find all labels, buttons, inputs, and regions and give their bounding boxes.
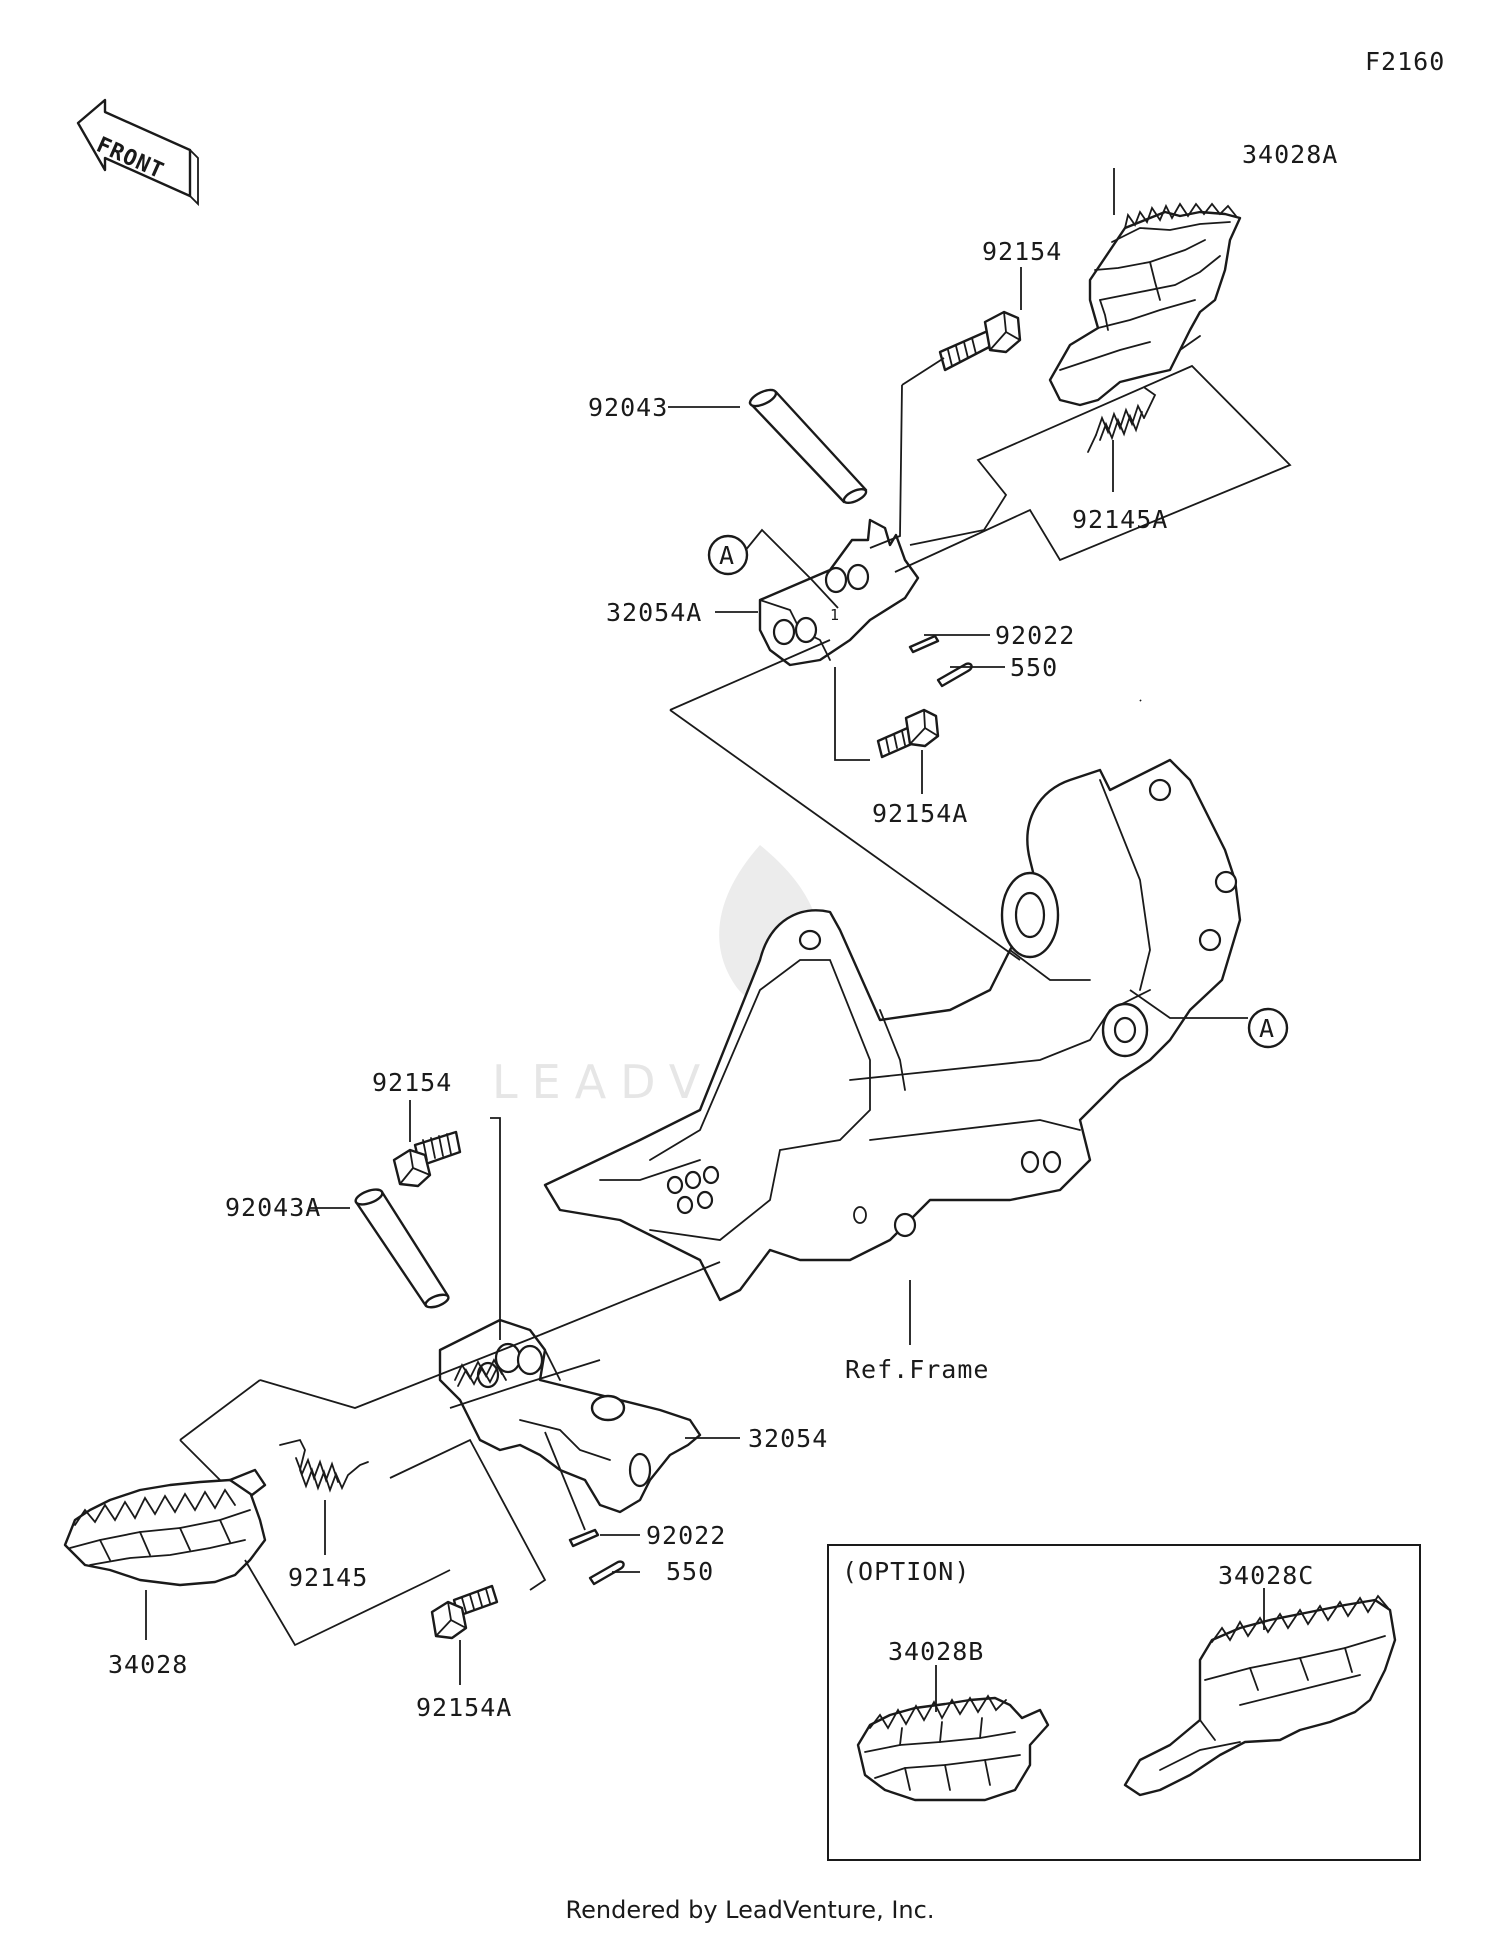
leaders-option (935, 1588, 1265, 1712)
footpeg-34028 (63, 1468, 267, 1587)
reference-marker-top: A (707, 534, 749, 576)
label-92145: 92145 (288, 1563, 368, 1592)
label-32054: 32054 (748, 1424, 828, 1453)
label-34028A: 34028A (1242, 140, 1338, 169)
label-92145A: 92145A (1072, 505, 1168, 534)
bolt-92154A-top (876, 708, 940, 759)
label-32054A: 32054A (606, 598, 702, 627)
bracket-32054A: 1 (758, 518, 920, 667)
figure-code: F2160 (1365, 47, 1445, 76)
footpeg-34028B (856, 1694, 1050, 1802)
bolt-92154-left (392, 1130, 462, 1188)
marker-a-frame-text: A (1259, 1014, 1275, 1043)
label-92043A: 92043A (225, 1193, 321, 1222)
label-ref-frame: Ref.Frame (845, 1355, 989, 1384)
label-92043: 92043 (588, 393, 668, 422)
front-arrow-icon: FRONT (76, 98, 199, 207)
footpeg-34028C (1123, 1594, 1397, 1797)
footer-credit: Rendered by LeadVenture, Inc. (565, 1896, 935, 1924)
label-550-low: 550 (666, 1557, 714, 1586)
label-34028: 34028 (108, 1650, 188, 1679)
label-92154-left: 92154 (372, 1068, 452, 1097)
marker-a-top-text: A (719, 541, 735, 570)
label-34028B: 34028B (888, 1637, 984, 1666)
svg-text:1: 1 (830, 606, 839, 624)
frame (543, 758, 1242, 1302)
label-34028C: 34028C (1218, 1561, 1314, 1590)
washer-92022-low (568, 1528, 600, 1548)
label-92022-low: 92022 (646, 1521, 726, 1550)
label-92154-top: 92154 (982, 237, 1062, 266)
label-92154A-low: 92154A (416, 1693, 512, 1722)
cotter-pin-550-low (588, 1560, 625, 1586)
option-box-title: (OPTION) (842, 1557, 970, 1586)
spring-92145 (279, 1438, 369, 1493)
leaders-top (668, 168, 1292, 1019)
bolt-92154A-low (430, 1584, 499, 1640)
bracket-32054 (438, 1318, 702, 1514)
leaders-low (145, 1100, 911, 1685)
bolt-92154-top (938, 310, 1022, 372)
pin-92043 (748, 388, 868, 505)
pin-92043A (354, 1188, 450, 1309)
washer-92022-top (908, 634, 940, 654)
option-box: (OPTION) (827, 1544, 1421, 1861)
spring-92145A (1087, 387, 1157, 453)
label-92022-top: 92022 (995, 621, 1075, 650)
footpeg-34028A (1048, 202, 1242, 407)
label-550-top: 550 (1010, 653, 1058, 682)
reference-marker-frame: A (1247, 1007, 1289, 1049)
label-92154A-top: 92154A (872, 799, 968, 828)
